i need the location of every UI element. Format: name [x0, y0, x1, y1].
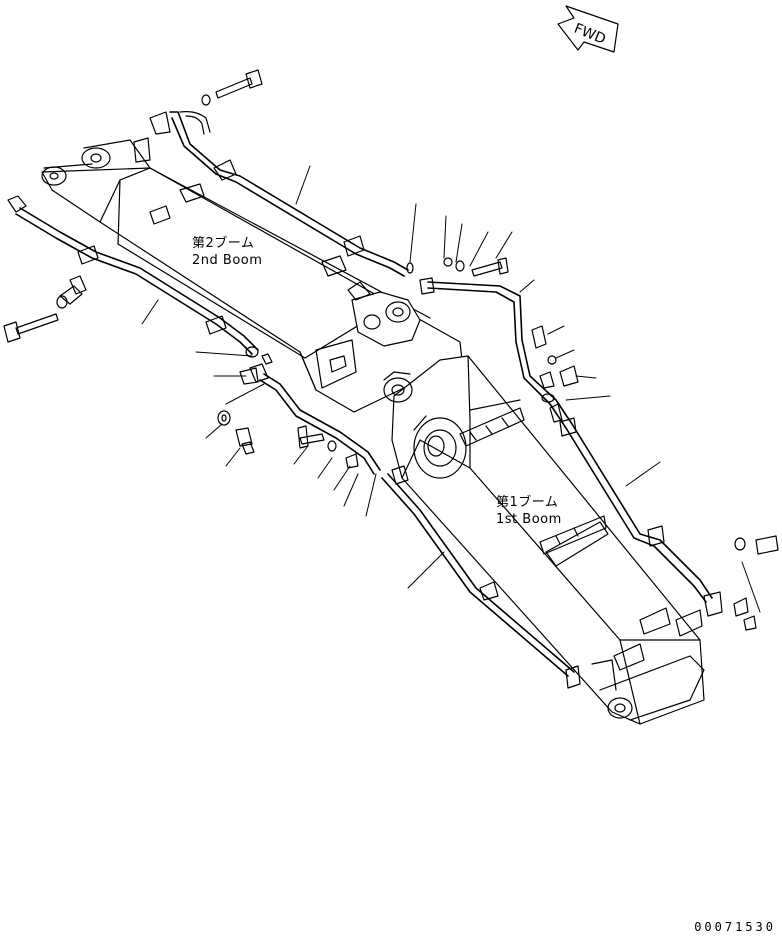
bolt-left-mid: [217, 410, 255, 455]
first-boom-label-ja: 第1ブーム: [496, 495, 559, 510]
second-boom: [41, 139, 463, 413]
boom-clamps: [459, 407, 703, 671]
middle-hose-line: [249, 363, 381, 475]
bolt-right-upper: [443, 257, 509, 277]
bolt-far-right: [733, 535, 779, 631]
right-pipe: [419, 277, 723, 617]
upper-hose-line: [133, 111, 409, 277]
bolt-top: [201, 69, 263, 106]
fitting-right-stack: [531, 325, 579, 423]
first-boom-label-en: 1st Boom: [496, 512, 562, 527]
second-boom-label-en: 2nd Boom: [192, 253, 263, 268]
second-boom-label-ja: 第2ブーム: [192, 236, 255, 251]
first-boom-pipe: [381, 465, 581, 689]
fitting-left-mid: [239, 346, 273, 385]
leader-lines: [141, 165, 761, 613]
fwd-arrow-icon: FWD: [557, 5, 619, 53]
first-boom: [383, 355, 705, 725]
bolt-mid: [297, 425, 359, 469]
drawing-code: 00071530: [694, 920, 776, 934]
fitting-top-right: [406, 262, 414, 274]
bolt-left: [3, 295, 68, 343]
left-hose-line: [7, 195, 259, 355]
